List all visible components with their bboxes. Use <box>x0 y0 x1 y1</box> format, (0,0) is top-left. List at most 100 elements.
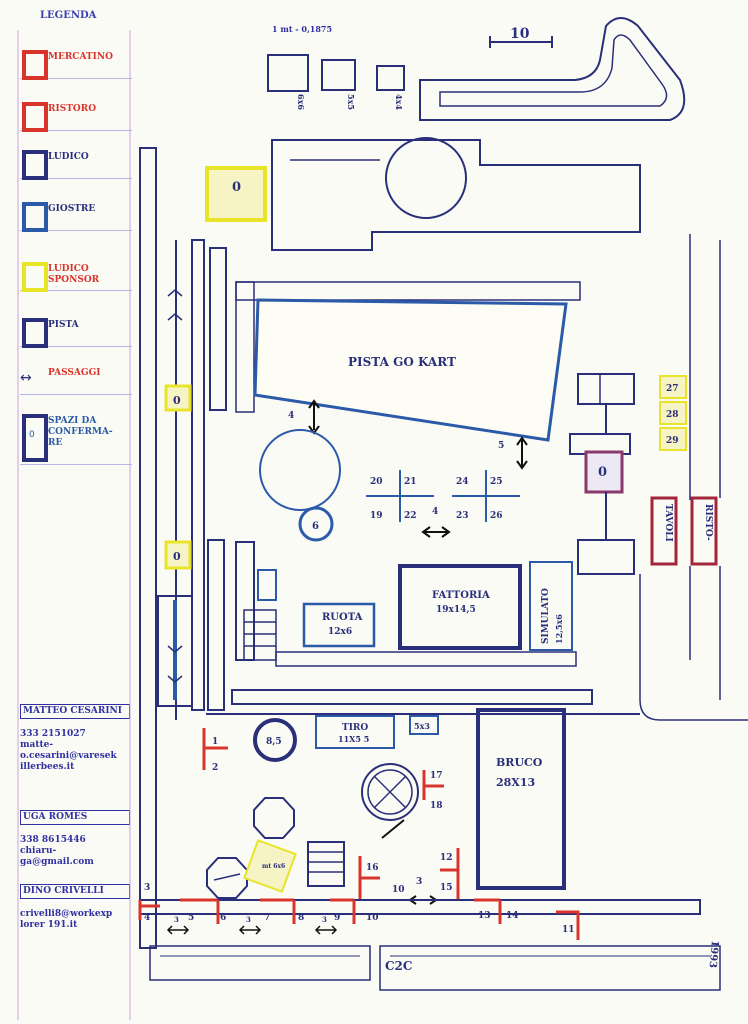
stall-12: 17 <box>430 771 443 781</box>
stall-14: 12 <box>440 853 453 863</box>
legend-spazi-marker: 0 <box>29 430 35 440</box>
ristoro-box <box>690 496 718 566</box>
legend-label-passaggi: PASSAGGI <box>48 368 101 378</box>
stall-6: 6 <box>220 913 226 923</box>
bruco-label: BRUCO <box>496 756 543 769</box>
legend-swatch-ludico-sponsor <box>22 262 48 292</box>
plot-19: 19 <box>370 511 383 521</box>
legend-item-mercatino: MERCATINO <box>20 44 132 80</box>
go-kart-track <box>253 298 568 442</box>
plot-23: 23 <box>456 511 469 521</box>
double-arrow-icon: ↔ <box>20 370 32 386</box>
ride-circle-6 <box>298 506 334 542</box>
fattoria-size: 19x14,5 <box>436 605 476 615</box>
stall-3: 3 <box>144 883 150 893</box>
simulato-size: 12,5x6 <box>554 614 564 644</box>
stall-15: 15 <box>440 883 453 893</box>
legend-item-ludico-sponsor: LUDICO SPONSOR <box>20 256 132 292</box>
bruco-size: 28X13 <box>496 776 535 789</box>
passage-3-a: 3 <box>174 915 179 924</box>
tiro-label: TIRO <box>342 723 368 733</box>
contact-2-email: chiaru-ga@gmail.com <box>20 846 94 867</box>
fattoria-label: FATTORIA <box>432 590 490 601</box>
ride-circle-8-5 <box>253 718 297 762</box>
legend-label-ludico: LUDICO <box>48 152 89 162</box>
bottom-fence <box>139 899 701 915</box>
octagon-kiosk-1 <box>253 797 295 839</box>
contact-3-email: crivelli8@workexp lorer 191.it <box>20 909 113 930</box>
scale-text: 1 mt - 0,1875 <box>272 24 332 34</box>
stall-18: 11 <box>562 925 575 935</box>
stall-1: 1 <box>212 737 218 747</box>
contact-2-phone: 338 8615446 <box>20 835 86 845</box>
bruco-box <box>476 708 566 890</box>
zero-marker-2: 0 <box>173 394 181 407</box>
sponsor-box-left-2 <box>164 540 192 570</box>
box-5x3-label: 5x3 <box>414 721 430 731</box>
stall-8: 8 <box>298 913 304 923</box>
legend-label-ludico-sponsor: LUDICO SPONSOR <box>48 264 100 285</box>
tiro-box <box>315 715 395 749</box>
sponsor-box-top <box>205 166 267 222</box>
loop-road-inner <box>439 34 668 107</box>
upper-building <box>271 139 641 251</box>
ref-box-5x5-label: 5x5 <box>346 94 356 110</box>
plot-29-box <box>659 427 687 451</box>
stair-block <box>307 841 345 887</box>
ruota-size: 12x6 <box>328 627 352 637</box>
legend-swatch-mercatino <box>22 50 48 80</box>
legend-item-pista: PISTA <box>20 312 132 348</box>
stall-2: 2 <box>212 763 218 773</box>
stall-4: 4 <box>144 913 150 923</box>
plot-28: 28 <box>666 410 679 420</box>
legend-label-mercatino: MERCATINO <box>48 52 113 62</box>
plot-29: 29 <box>666 436 679 446</box>
tavoli-label: TAVOLI <box>663 504 673 542</box>
plot-4-center: 4 <box>432 507 438 517</box>
simulato-label: SIMULATO <box>541 588 551 644</box>
legend-panel: LEGENDA MERCATINO RISTORO LUDICO GIOSTRE… <box>16 0 132 1024</box>
legend-swatch-ludico <box>22 150 48 180</box>
stall-5: 5 <box>188 913 194 923</box>
tiro-size: 11X5 5 <box>338 734 369 744</box>
legend-item-spazi: 0 SPAZI DA CONFERMA-RE <box>20 408 132 465</box>
legend-swatch-pista <box>22 318 48 348</box>
passage-5: 5 <box>498 441 504 451</box>
stall-16: 13 <box>478 911 491 921</box>
legend-label-ristoro: RISTORO <box>48 104 97 114</box>
left-wall <box>139 147 157 949</box>
legend-item-giostre: GIOSTRE <box>20 196 132 232</box>
plot-24: 24 <box>456 477 469 487</box>
legend-swatch-spazi: 0 <box>22 414 48 462</box>
legend-item-ludico: LUDICO <box>20 144 132 180</box>
ride-circle-large <box>259 429 341 511</box>
legend-item-passaggi: ↔ PASSAGGI <box>20 360 132 395</box>
ristoro-label: RISTO- <box>703 504 713 541</box>
box-5x3 <box>409 715 439 735</box>
stall-3-inner: 3 <box>416 877 422 887</box>
stall-11: 16 <box>366 863 379 873</box>
loop-road <box>419 17 686 121</box>
stall-10a: 10 <box>392 885 405 895</box>
sponsor-box-lower <box>243 839 297 893</box>
zero-marker-4: 0 <box>598 465 607 480</box>
sponsor-lower-label: mt 6x6 <box>262 863 285 870</box>
plot-21: 21 <box>404 477 417 487</box>
passage-4-top: 4 <box>288 411 294 421</box>
ref-box-4x4-label: 4x4 <box>394 94 404 110</box>
legend-title: LEGENDA <box>40 10 97 21</box>
zero-marker-3: 0 <box>173 550 181 563</box>
ref-box-4x4 <box>376 65 405 91</box>
ride-circle-8-5-label: 8,5 <box>266 737 282 747</box>
rotating-ride <box>361 763 419 821</box>
stall-7: 7 <box>264 913 270 923</box>
left-inner-wall <box>191 239 205 711</box>
corner-number: 1993 <box>707 940 720 969</box>
octagon-kiosk-2 <box>206 857 248 899</box>
upper-round-structure <box>385 137 467 219</box>
legend-label-pista: PISTA <box>48 320 79 330</box>
tavoli-box <box>650 496 678 566</box>
plot-28-box <box>659 401 687 425</box>
stall-13: 18 <box>430 801 443 811</box>
